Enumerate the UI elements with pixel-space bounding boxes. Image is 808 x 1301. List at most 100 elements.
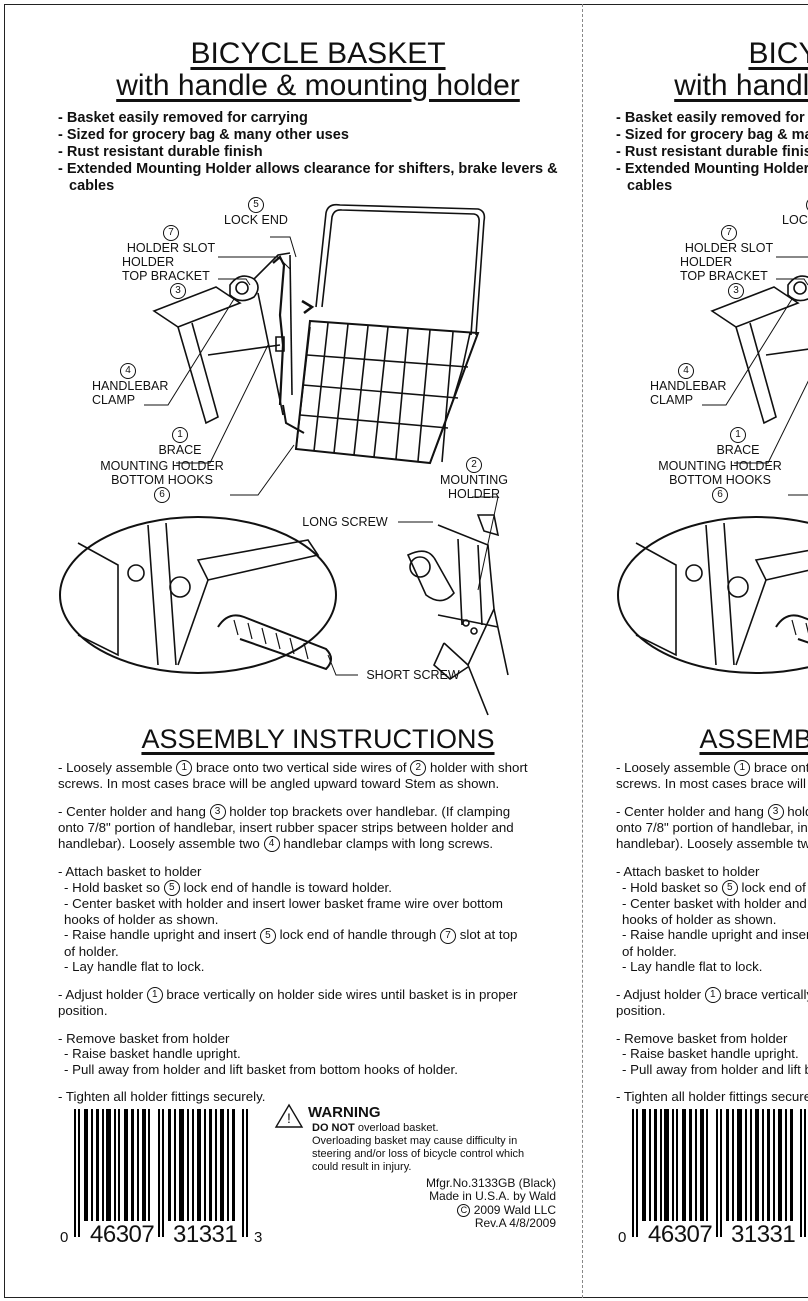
step-text: holder with short screws. In most cases … xyxy=(616,776,808,792)
callout-brace: 1 BRACE xyxy=(150,427,210,457)
copyright-icon: C xyxy=(457,1204,471,1218)
detail-ellipse xyxy=(617,516,808,674)
step-6: - Tighten all holder fittings securely. xyxy=(616,1089,808,1105)
step-text: holder top brackets over handlebar. (If … xyxy=(58,803,514,851)
callout-brace: 1 BRACE xyxy=(708,427,768,457)
revision: Rev.A 4/8/2009 xyxy=(474,1216,556,1231)
step-heading: - Attach basket to holder xyxy=(616,864,760,880)
step-text: - Hold basket so xyxy=(64,879,161,895)
warning-text: DO NOT overload basket. Overloading bask… xyxy=(312,1122,544,1174)
title-line-1: BICYCLE BASKET xyxy=(748,37,808,70)
step-text: - Raise handle upright and insert xyxy=(622,927,808,943)
step-text: brace onto two vertical side wires of xyxy=(753,760,808,775)
detail-ellipse xyxy=(59,516,358,676)
step-text: - Adjust holder xyxy=(616,986,702,1002)
callout-lock-end: 5 LOCK END xyxy=(764,197,808,227)
barcode-digit: 3 xyxy=(254,1228,263,1246)
callout-label: HANDLEBAR xyxy=(92,379,169,393)
callout-mounting-holder: 2 MOUNTING HOLDER xyxy=(434,457,514,501)
panel-content: BICYCLE BASKET with handle & mounting ho… xyxy=(58,38,578,1255)
holder-illustration xyxy=(152,252,315,434)
step-2: - Center holder and hang 3 holder top br… xyxy=(616,804,808,852)
step-text: - Hold basket so xyxy=(622,879,719,895)
copyright: C 2009 Wald LLC xyxy=(426,1203,556,1218)
leader-lines xyxy=(144,236,499,591)
callout-label: MOUNTING HOLDER xyxy=(658,459,782,473)
callout-label: TOP BRACKET xyxy=(680,269,768,283)
callout-label: HOLDER xyxy=(122,255,175,269)
step-text: lock end of handle is toward holder. xyxy=(741,879,808,895)
step-sub: - Raise handle upright and insert 5 lock… xyxy=(58,927,528,959)
callout-holder-top-bracket: HOLDER TOP BRACKET 3 xyxy=(680,255,780,299)
callout-number: 7 xyxy=(721,225,737,241)
step-3: - Attach basket to holder - Hold basket … xyxy=(58,864,528,974)
step-sub: - Lay handle flat to lock. xyxy=(622,959,763,975)
step-1: - Loosely assemble 1 brace onto two vert… xyxy=(616,760,808,792)
instruction-steps: - Loosely assemble 1 brace onto two vert… xyxy=(58,760,528,1105)
label-footer: 0 46307 31331 3 ! WARNING DO NOT overloa… xyxy=(58,1103,578,1255)
callout-label: LONG SCREW xyxy=(302,515,388,529)
step-sub: - Center basket with holder and insert l… xyxy=(622,896,808,927)
label-footer: 0 46307 31331 3 ! WARNING DO NOT overloa… xyxy=(616,1105,808,1255)
assembly-heading: ASSEMBLY INSTRUCTIONS xyxy=(616,724,808,754)
step-heading: - Attach basket to holder xyxy=(58,864,202,880)
warning-text-1: overload basket. xyxy=(354,1121,439,1134)
step-heading: - Remove basket from holder xyxy=(58,1030,230,1046)
callout-lock-end: 5 LOCK END xyxy=(206,197,306,227)
step-text: lock end of handle through xyxy=(279,927,437,943)
callout-number: 4 xyxy=(263,836,280,853)
step-text: - Loosely assemble xyxy=(58,760,173,775)
callout-label: BOTTOM HOOKS xyxy=(111,473,213,487)
barcode-digit: 31331 xyxy=(731,1220,796,1248)
callout-handlebar-clamp: 4 HANDLEBAR CLAMP xyxy=(92,363,172,407)
step-text: - Center holder and hang xyxy=(58,803,206,819)
callout-label: HANDLEBAR xyxy=(650,379,727,393)
callout-label: HOLDER SLOT xyxy=(126,241,216,255)
step-4: - Adjust holder 1 brace vertically on ho… xyxy=(58,987,528,1019)
step-text: brace vertically on holder side wires un… xyxy=(616,986,808,1019)
instruction-steps: - Loosely assemble 1 brace onto two vert… xyxy=(616,760,808,1105)
step-sub: - Hold basket so 5 lock end of handle is… xyxy=(616,879,808,897)
step-6: - Tighten all holder fittings securely. xyxy=(58,1089,266,1105)
callout-number: 1 xyxy=(734,760,751,777)
warning-title: WARNING xyxy=(308,1103,381,1121)
step-text: - Adjust holder xyxy=(58,986,144,1002)
callout-label: HOLDER xyxy=(680,255,733,269)
callout-number: 5 xyxy=(721,880,738,897)
callout-holder-slot: 7 HOLDER SLOT xyxy=(674,225,784,255)
callout-number: 1 xyxy=(176,760,193,777)
callout-number: 5 xyxy=(259,927,276,944)
feature-item: - Extended Mounting Holder allows cleara… xyxy=(616,161,808,194)
made-in: Made in U.S.A. by Wald xyxy=(429,1189,556,1204)
feature-item: - Basket easily removed for carrying xyxy=(58,110,308,126)
step-1: - Loosely assemble 1 brace onto two vert… xyxy=(58,760,528,792)
callout-label: CLAMP xyxy=(650,393,694,407)
callout-label: BRACE xyxy=(716,443,760,457)
step-text: - Center holder and hang xyxy=(616,803,764,819)
callout-number: 3 xyxy=(728,283,744,299)
callout-number: 7 xyxy=(440,927,457,944)
step-4: - Adjust holder 1 brace vertically on ho… xyxy=(616,987,808,1019)
holder-illustration xyxy=(710,275,808,425)
callout-label: MOUNTING xyxy=(439,473,509,487)
step-3: - Attach basket to holder - Hold basket … xyxy=(616,864,808,974)
callout-number: 1 xyxy=(730,427,746,443)
barcode-digit: 31331 xyxy=(173,1220,238,1248)
step-5: - Remove basket from holder - Raise bask… xyxy=(58,1031,528,1078)
basket-illustration xyxy=(294,203,486,465)
callout-number: 4 xyxy=(678,363,694,379)
feature-list: - Basket easily removed for carrying - S… xyxy=(58,110,578,195)
feature-item: - Extended Mounting Holder allows cleara… xyxy=(58,161,558,194)
label-sheet xyxy=(4,4,808,1298)
step-text: slot at top of holder. xyxy=(622,943,677,959)
barcode-digit: 0 xyxy=(618,1228,627,1246)
callout-label: MOUNTING HOLDER xyxy=(100,459,224,473)
step-text: holder top brackets over handlebar. (If … xyxy=(616,803,808,851)
step-sub: - Raise handle upright and insert 5 lock… xyxy=(616,927,808,959)
callout-number: 7 xyxy=(163,225,179,241)
cut-line xyxy=(582,4,583,1298)
callout-label: HOLDER SLOT xyxy=(684,241,774,255)
bracket-detail xyxy=(406,514,509,716)
callout-number: 3 xyxy=(767,804,784,821)
diagram-drawing xyxy=(617,256,808,674)
